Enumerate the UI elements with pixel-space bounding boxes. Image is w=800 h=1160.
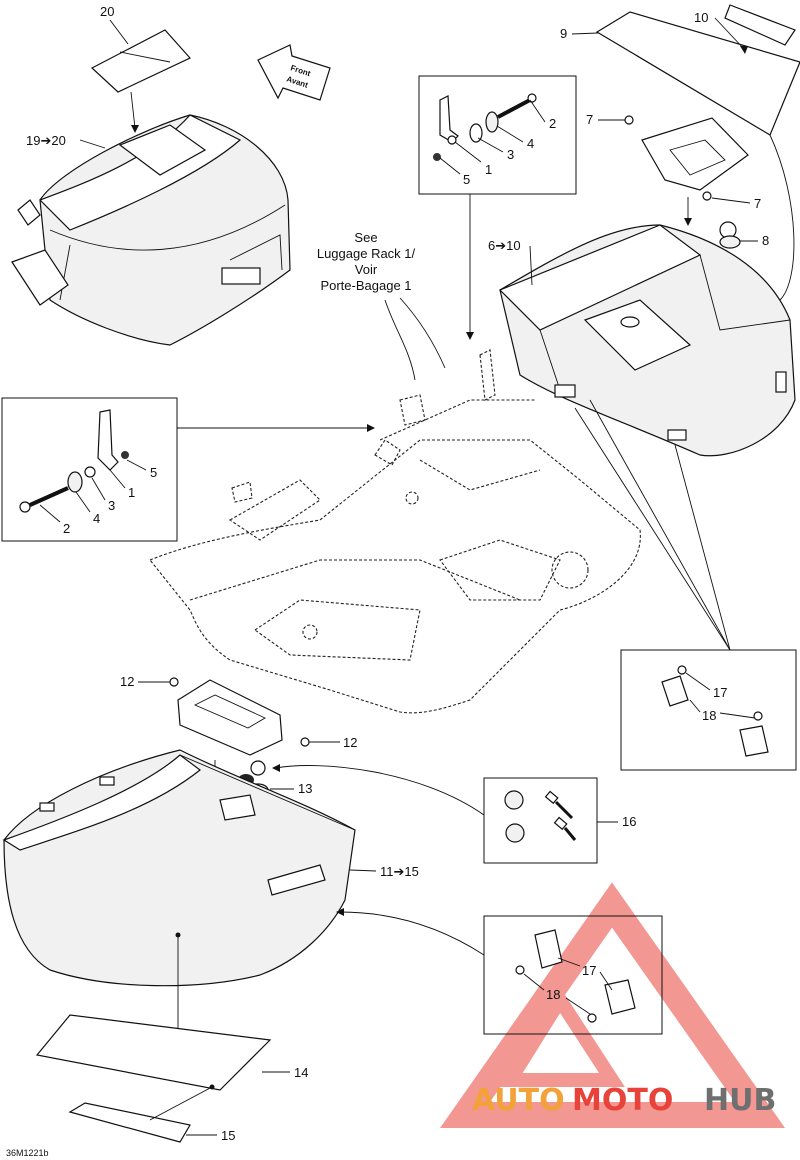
callout-left-2: 2	[63, 521, 70, 536]
callout-top-3: 3	[507, 147, 514, 162]
clip-detail-box-bottom	[483, 915, 663, 1035]
callout-bottom-18: 18	[546, 987, 560, 1002]
hardware-detail-top-parts	[433, 93, 537, 161]
leader-20	[130, 91, 136, 129]
callout-6-10: 6➔10	[488, 238, 521, 253]
callout-20: 20	[100, 4, 114, 19]
top-case-left	[11, 29, 291, 346]
hardware-detail-left-parts	[19, 409, 129, 513]
hardware-detail-box-top	[418, 75, 577, 195]
vehicle-rear-frame	[149, 349, 641, 714]
callout-top-1: 1	[485, 162, 492, 177]
callout-13: 13	[298, 781, 312, 796]
watermark-text-moto: MOTO	[572, 1083, 673, 1118]
bracket-top-right	[624, 115, 749, 249]
side-case-lower	[2, 749, 356, 987]
callout-bottom-17: 17	[582, 963, 596, 978]
watermark-text-hub: HUB	[704, 1083, 776, 1118]
callout-15: 15	[221, 1128, 235, 1143]
callout-7a: 7	[586, 112, 593, 127]
callout-right-17: 17	[713, 685, 727, 700]
front-arrow-icon: Front Avant	[257, 44, 331, 101]
note-line-1: See	[354, 230, 377, 245]
reflector-lower	[35, 1014, 272, 1143]
callout-top-2: 2	[549, 116, 556, 131]
callout-left-5: 5	[150, 465, 157, 480]
note-line-4: Porte-Bagage 1	[320, 278, 411, 293]
callout-left-3: 3	[108, 498, 115, 513]
bracket-lower	[169, 677, 310, 756]
callout-12b: 12	[343, 735, 357, 750]
callout-top-4: 4	[527, 136, 534, 151]
callout-10-top: 10	[694, 10, 708, 25]
callout-12a: 12	[120, 674, 134, 689]
hardware-detail-box-left	[1, 397, 178, 542]
lock-detail-box	[483, 777, 598, 864]
clip-detail-bottom-parts	[515, 929, 636, 1023]
callout-top-5: 5	[463, 172, 470, 187]
reflector-strip-top	[595, 4, 800, 136]
note-line-3: Voir	[355, 262, 378, 277]
callout-11-15: 11➔15	[380, 864, 419, 879]
top-case-right	[498, 224, 796, 457]
clip-detail-right-parts	[661, 665, 769, 757]
callout-left-1: 1	[128, 485, 135, 500]
drawing-code: 36M1221b	[6, 1148, 49, 1158]
callout-9: 9	[560, 26, 567, 41]
callout-left-4: 4	[93, 511, 100, 526]
lock-detail-parts	[504, 790, 577, 843]
note-line-2: Luggage Rack 1/	[317, 246, 416, 261]
callout-19-20: 19➔20	[26, 133, 66, 148]
callout-8: 8	[762, 233, 769, 248]
callout-right-18: 18	[702, 708, 716, 723]
clip-detail-box-right	[620, 649, 797, 771]
watermark-text-auto: AUTO	[472, 1083, 565, 1118]
watermark-logo	[440, 882, 786, 1128]
callout-14: 14	[294, 1065, 308, 1080]
callout-16: 16	[622, 814, 636, 829]
callout-7b: 7	[754, 196, 761, 211]
